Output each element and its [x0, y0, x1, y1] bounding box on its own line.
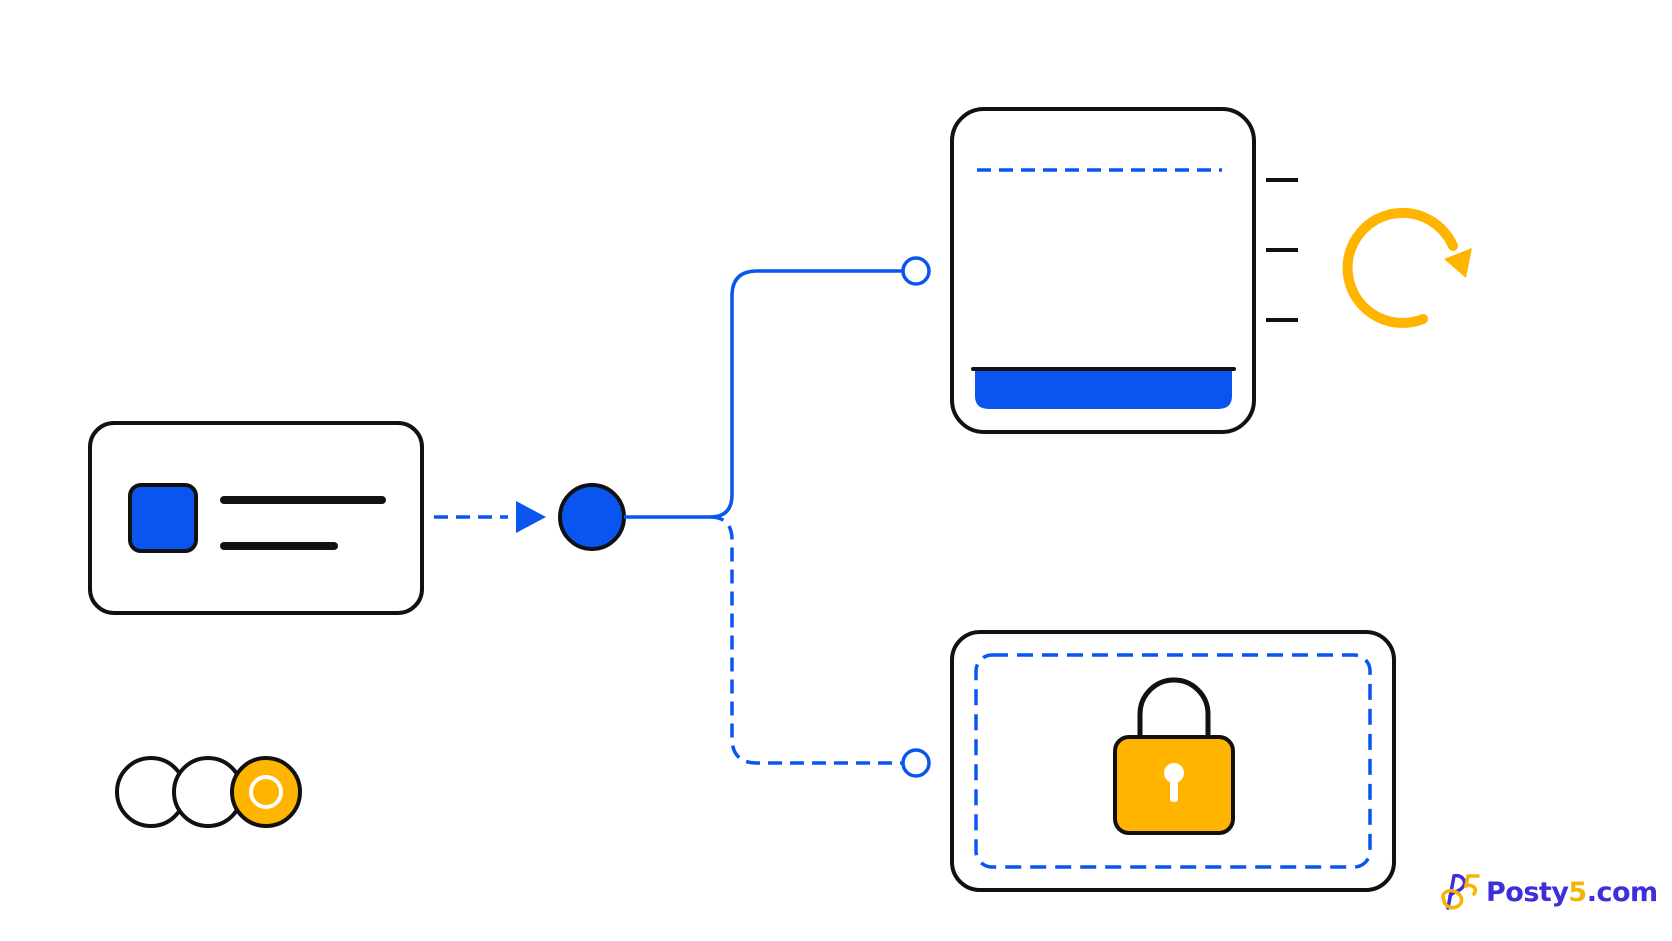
dot-active: [230, 756, 302, 828]
posty5-wordmark: Posty5.com: [1486, 879, 1658, 906]
node-dot-icon: [558, 483, 626, 551]
refresh-arc: [1342, 207, 1458, 328]
id-card-icon: [128, 483, 198, 553]
progress-dots-icon: [115, 756, 302, 828]
dashed-branch-line: [709, 515, 902, 765]
source-card-frame: [88, 421, 424, 615]
server-panel-frame: [950, 107, 1256, 434]
brand-tld: .com: [1586, 876, 1658, 908]
refresh-arrow-icon: [1342, 207, 1472, 328]
padlock-shackle: [1137, 677, 1211, 740]
server-panel-blue-bar: [975, 369, 1232, 409]
vault-dashed-inner: [974, 653, 1372, 869]
dashed-branch-endpoint: [901, 748, 931, 778]
posty5-logo-icon: [1441, 873, 1480, 910]
vault-box: [950, 630, 1396, 892]
solid-branch-endpoint: [901, 256, 931, 286]
keyhole-slot: [1170, 776, 1178, 802]
dashed-arrow: [434, 501, 546, 533]
brand-digit: 5: [1568, 876, 1587, 908]
solid-branch-line: [624, 269, 902, 519]
posty5-watermark: Posty5.com: [1438, 870, 1658, 914]
source-card: [88, 421, 424, 615]
server-panel-icon: [950, 107, 1298, 434]
arrowhead-icon: [516, 501, 546, 533]
brand-name: Posty: [1486, 876, 1569, 908]
dot-active-ring: [249, 775, 283, 809]
refresh-arrowhead: [1444, 248, 1472, 278]
keyhole-icon: [1164, 763, 1184, 783]
